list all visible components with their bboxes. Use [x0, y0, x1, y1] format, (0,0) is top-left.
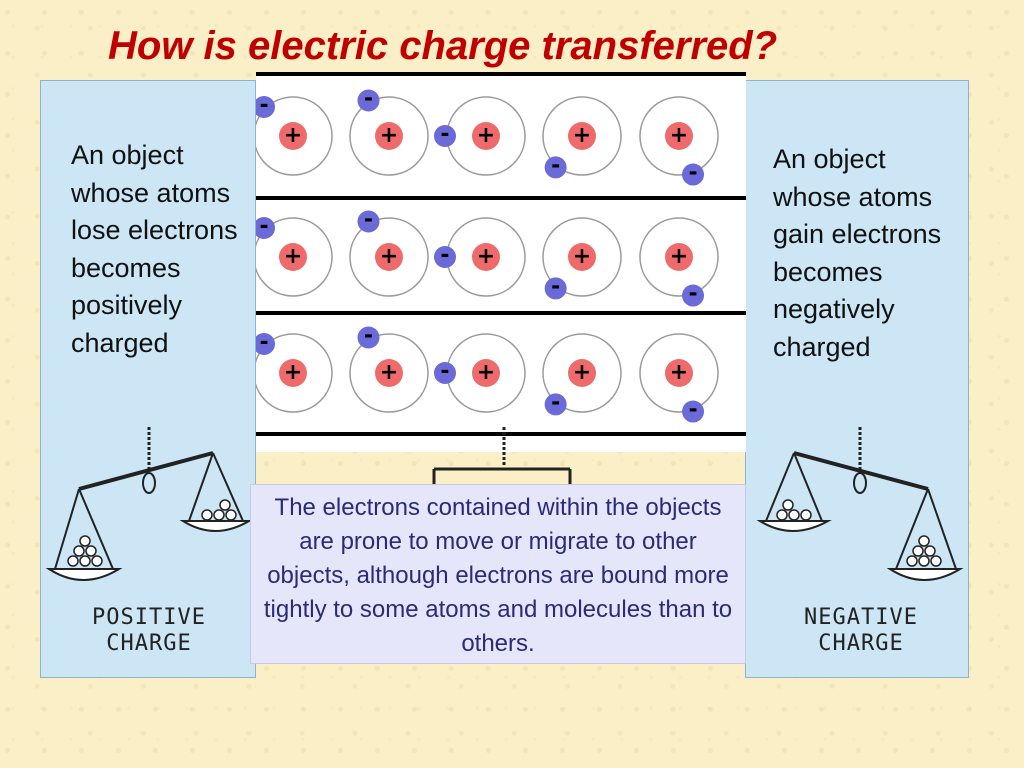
electron-minus-sign: -: [440, 122, 449, 147]
electron-migration-callout: The electrons contained within the objec…: [250, 484, 746, 664]
nucleus-plus-sign: +: [670, 360, 688, 385]
callout-text: The electrons contained within the objec…: [263, 494, 733, 657]
positive-balance-scale-icon: [45, 427, 253, 581]
atom-rows: +-+-+-+-+-+-+-+-+-+-+-+-+-+-+-: [256, 72, 746, 436]
electron-orbit: [639, 333, 719, 413]
electron: [434, 125, 456, 147]
electron-minus-sign: -: [364, 207, 373, 232]
electron-orbit: [639, 96, 719, 176]
nucleus-plus-sign: +: [284, 123, 302, 148]
electron: [434, 362, 456, 384]
positive-charge-panel: An object whose atoms lose electrons bec…: [40, 80, 256, 678]
nucleus: [472, 359, 500, 387]
slide-title: How is electric charge transferred?: [108, 24, 778, 68]
negative-charge-panel: An object whose atoms gain electrons bec…: [745, 80, 969, 678]
atom-electron-diagram: +-+-+-+-+-+-+-+-+-+-+-+-+-+-+-: [256, 72, 746, 452]
nucleus: [375, 243, 403, 271]
nucleus: [375, 359, 403, 387]
nucleus-plus-sign: +: [477, 123, 495, 148]
electron-minus-sign: -: [688, 398, 697, 423]
electron: [357, 326, 380, 349]
electron-minus-sign: -: [259, 330, 268, 355]
nucleus: [568, 122, 596, 150]
electron-orbit: [542, 333, 622, 413]
electron-minus-sign: -: [364, 323, 373, 348]
nucleus: [279, 243, 307, 271]
electron-minus-sign: -: [688, 282, 697, 307]
negative-charge-label: NEGATIVE CHARGE: [804, 605, 918, 656]
electron-minus-sign: -: [688, 161, 697, 186]
electron: [357, 210, 380, 233]
nucleus-plus-sign: +: [284, 360, 302, 385]
nucleus: [472, 243, 500, 271]
electron-orbit: [349, 217, 429, 297]
nucleus: [279, 359, 307, 387]
nucleus-plus-sign: +: [573, 123, 591, 148]
nucleus-plus-sign: +: [284, 244, 302, 269]
nucleus: [472, 122, 500, 150]
electron: [544, 156, 567, 179]
nucleus-plus-sign: +: [670, 123, 688, 148]
negative-balance-scale-icon: [756, 427, 964, 581]
negative-charge-description: An object whose atoms gain electrons bec…: [773, 144, 942, 362]
electron: [544, 277, 567, 300]
electron-orbit: [256, 333, 333, 413]
electron: [434, 246, 456, 268]
electron: [256, 217, 276, 240]
electron: [682, 163, 705, 186]
electron-minus-sign: -: [440, 359, 449, 384]
nucleus-plus-sign: +: [477, 360, 495, 385]
nucleus: [665, 122, 693, 150]
nucleus: [665, 359, 693, 387]
electron-orbit: [256, 217, 333, 297]
electron-minus-sign: -: [551, 390, 560, 415]
electron-minus-sign: -: [259, 93, 268, 118]
nucleus-plus-sign: +: [573, 360, 591, 385]
electron: [357, 89, 380, 112]
electron: [544, 393, 567, 416]
electron-orbit: [542, 96, 622, 176]
nucleus-plus-sign: +: [573, 244, 591, 269]
electron-orbit: [256, 96, 333, 176]
nucleus: [665, 243, 693, 271]
electron: [256, 96, 276, 119]
electron-orbit: [349, 333, 429, 413]
nucleus-plus-sign: +: [670, 244, 688, 269]
electron-orbit: [542, 217, 622, 297]
electron: [682, 400, 705, 423]
electron-minus-sign: -: [551, 153, 560, 178]
electron: [256, 333, 276, 356]
electron-orbit: [639, 217, 719, 297]
electron-orbit: [349, 96, 429, 176]
nucleus-plus-sign: +: [380, 360, 398, 385]
nucleus-plus-sign: +: [380, 244, 398, 269]
electron-minus-sign: -: [551, 274, 560, 299]
positive-charge-label: POSITIVE CHARGE: [92, 605, 206, 656]
electron-minus-sign: -: [440, 243, 449, 268]
nucleus-plus-sign: +: [380, 123, 398, 148]
nucleus: [568, 243, 596, 271]
nucleus: [568, 359, 596, 387]
nucleus-plus-sign: +: [477, 244, 495, 269]
positive-charge-description: An object whose atoms lose electrons bec…: [71, 140, 238, 358]
electron-minus-sign: -: [364, 86, 373, 111]
electron: [682, 284, 705, 307]
electron-minus-sign: -: [259, 214, 268, 239]
nucleus: [375, 122, 403, 150]
nucleus: [279, 122, 307, 150]
